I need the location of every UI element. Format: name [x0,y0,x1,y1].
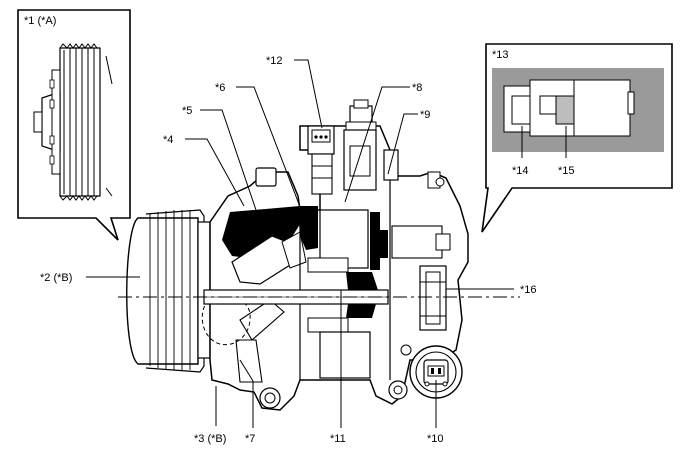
label-13: *13 [492,49,509,61]
leader-lines [86,59,567,428]
inset-pulley-detail [17,9,131,241]
label-1: *1 (*A) [24,15,56,27]
label-14: *14 [512,165,529,177]
label-2: *2 (*B) [40,272,72,284]
label-15: *15 [558,165,575,177]
label-11: *11 [330,433,346,445]
label-7: *7 [245,433,255,445]
label-4: *4 [163,134,173,146]
inset-valve-detail [481,43,673,233]
pulley [126,209,211,373]
label-3: *3 (*B) [194,433,226,445]
label-9: *9 [420,109,430,121]
label-10: *10 [427,433,444,445]
label-12: *12 [266,55,283,67]
label-6: *6 [215,82,225,94]
label-16: *16 [520,284,537,296]
label-8: *8 [412,82,422,94]
connector-12 [307,125,335,195]
connector-10 [409,345,463,399]
label-5: *5 [182,105,192,117]
compressor-body [126,99,469,411]
